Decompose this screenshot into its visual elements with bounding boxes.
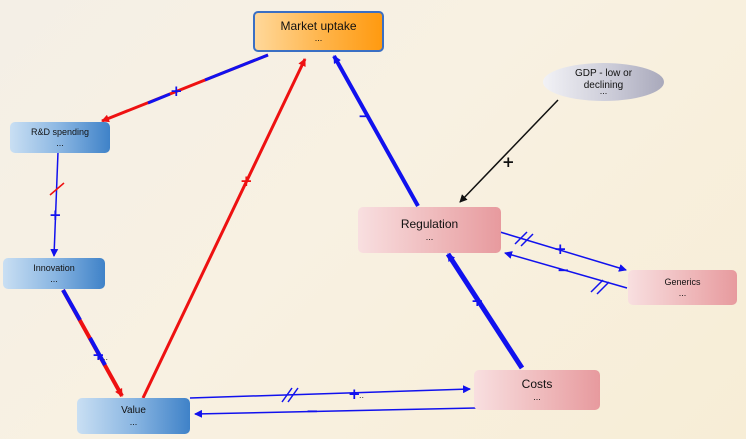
node-rd-spending[interactable]: R&D spending ... <box>10 122 110 153</box>
node-regulation[interactable]: Regulation ... <box>358 207 501 253</box>
link-polarity-label: + <box>554 240 567 258</box>
link-polarity-label: − <box>358 107 371 125</box>
link-polarity-label: − <box>557 261 570 279</box>
node-market-uptake[interactable]: Market uptake ... <box>253 11 384 52</box>
link-polarity-label: + <box>49 206 62 224</box>
node-label: Regulation <box>400 217 459 232</box>
node-dots: ... <box>56 137 64 148</box>
node-value[interactable]: Value ... <box>77 398 190 434</box>
node-label: Costs <box>521 377 553 392</box>
link-value-to-costs[interactable]: + .. <box>189 385 471 403</box>
node-label: Innovation <box>33 263 75 274</box>
node-innovation[interactable]: Innovation ... <box>3 258 105 289</box>
link-polarity-label: + <box>92 346 105 364</box>
node-dots: ... <box>129 416 138 427</box>
node-label: R&D spending <box>30 127 90 138</box>
node-dots: ... <box>533 391 541 402</box>
link-polarity-label: − <box>306 402 319 420</box>
link-costs-to-regulation[interactable]: + <box>445 252 525 370</box>
node-label: Market uptake <box>280 18 357 33</box>
node-dots: ... <box>50 273 58 284</box>
node-dots: ... <box>314 33 323 44</box>
node-costs[interactable]: Costs ... <box>474 370 600 410</box>
link-rd-to-innovation[interactable]: + <box>49 151 65 257</box>
link-costs-to-value[interactable]: − <box>194 402 477 420</box>
link-polarity-label: + <box>502 153 515 171</box>
link-value-to-market[interactable]: + <box>141 58 307 399</box>
link-innovation-to-value[interactable]: + .. <box>61 289 124 397</box>
node-dots: ... <box>599 86 608 96</box>
node-label: Generics <box>664 277 701 288</box>
link-regulation-to-market[interactable]: − <box>332 55 420 207</box>
link-polarity-label: + <box>348 385 361 403</box>
link-regulation-to-generics[interactable]: + <box>499 231 627 272</box>
link-gdp-to-regulation[interactable]: + <box>459 99 559 203</box>
node-label: GDP - low or declining <box>574 68 633 91</box>
link-dots: .. <box>103 352 108 362</box>
link-market-to-rd[interactable]: + <box>101 53 269 123</box>
node-dots: ... <box>678 287 687 298</box>
node-dots: ... <box>425 231 434 242</box>
link-dots: .. <box>359 390 364 400</box>
link-polarity-label: + <box>471 292 484 310</box>
node-generics[interactable]: Generics ... <box>628 270 737 305</box>
node-label: Value <box>121 405 146 417</box>
link-polarity-label: + <box>240 172 253 190</box>
link-polarity-label: + <box>170 82 183 100</box>
node-gdp[interactable]: GDP - low or declining ... <box>543 63 664 101</box>
link-generics-to-regulation[interactable]: − <box>504 251 628 295</box>
